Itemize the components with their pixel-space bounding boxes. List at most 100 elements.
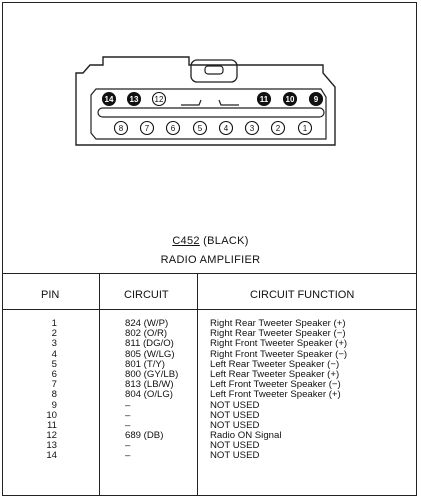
header-function: CIRCUIT FUNCTION [250, 289, 355, 301]
top-pin-label: 13 [130, 95, 139, 104]
pin-cell: 11 [47, 419, 57, 431]
table-row: 4 805 (W/LG) Right Front Tweeter Speaker (… [3, 348, 416, 360]
top-pin-circle [256, 91, 272, 107]
function-cell: Right Rear Tweeter Speaker (−) [210, 328, 346, 340]
pin-cell: 1 [51, 318, 57, 329]
top-pin-label: 14 [105, 95, 114, 104]
circuit-cell: 802 (O/R) [125, 328, 168, 340]
top-pin-label: 10 [286, 95, 295, 104]
pin-cell: 9 [51, 399, 57, 411]
table-row: 12 689 (DB) Radio ON Signal [3, 430, 416, 442]
connector-id: C452 [172, 235, 200, 247]
circuit-cell: 805 (W/LG) [125, 348, 175, 360]
bottom-pin-circle [218, 120, 234, 136]
function-cell: NOT USED [210, 409, 260, 421]
column-divider-2 [197, 274, 198, 495]
connector-title: RADIO AMPLIFIER [160, 254, 261, 266]
connector-divider [97, 107, 325, 118]
column-divider-1 [99, 274, 100, 495]
bottom-pin-circle [192, 120, 208, 136]
circuit-cell: – [125, 450, 131, 462]
top-pin-label: 11 [260, 95, 269, 104]
pin-cell: 2 [51, 328, 57, 340]
function-cell: Radio ON Signal [210, 430, 282, 442]
circuit-cell: 824 (W/P) [125, 318, 169, 329]
table-row: 9 – NOT USED [3, 399, 416, 411]
pin-cell: 8 [51, 389, 57, 401]
function-cell: Right Front Tweeter Speaker (+) [210, 338, 348, 350]
circuit-cell: – [125, 399, 131, 411]
pin-cell: 13 [46, 440, 57, 452]
connector-latch-slot [204, 65, 224, 75]
connector-cavity [90, 88, 327, 140]
function-cell: NOT USED [210, 399, 260, 411]
function-cell: NOT USED [210, 419, 260, 431]
header-circuit: CIRCUIT [124, 289, 169, 301]
bottom-pin-circle [270, 120, 286, 136]
header-pin: PIN [41, 289, 60, 301]
table-row: 14 – NOT USED [3, 451, 416, 461]
circuit-cell: 689 (DB) [125, 430, 164, 442]
bottom-pin-circle [244, 120, 260, 136]
key-mark-right [218, 99, 239, 106]
function-cell: Left Rear Tweeter Speaker (−) [210, 358, 340, 370]
function-cell: NOT USED [210, 440, 260, 452]
bottom-pin-circle [297, 120, 313, 136]
connector-caption: C452 (BLACK) [3, 235, 418, 247]
circuit-cell: 800 (GY/LB) [125, 368, 179, 380]
circuit-cell: 811 (DG/O) [125, 338, 174, 350]
pin-cell: 12 [46, 430, 57, 442]
bottom-pin-circle [113, 120, 129, 136]
circuit-cell: 804 (O/LG) [125, 389, 173, 401]
table-row: 5 801 (T/Y) Left Rear Tweeter Speaker (−) [3, 358, 416, 370]
header-divider [3, 309, 416, 310]
function-cell: Left Rear Tweeter Speaker (+) [210, 368, 340, 380]
function-cell: Right Rear Tweeter Speaker (+) [210, 318, 346, 329]
table-top-border [3, 273, 416, 274]
pin-cell: 7 [51, 379, 57, 391]
table-row: 3 811 (DG/O) Right Front Tweeter Speaker (… [3, 339, 416, 349]
pin-table: 1 824 (W/P) Right Rear Tweeter Speaker (+)… [3, 318, 416, 462]
function-cell: Right Front Tweeter Speaker (−) [210, 348, 348, 360]
pin-cell: 6 [51, 368, 57, 380]
function-cell: Left Front Tweeter Speaker (−) [210, 379, 341, 391]
circuit-cell: – [125, 409, 131, 421]
bottom-pin-label: 4 [224, 124, 229, 133]
circuit-cell: – [125, 440, 131, 452]
connector-latch [190, 59, 238, 83]
bottom-pin-circle [165, 120, 181, 136]
table-row: 13 – NOT USED [3, 441, 416, 451]
pin-cell: 4 [51, 348, 57, 360]
table-row: 1 824 (W/P) Right Rear Tweeter Speaker (+) [3, 318, 416, 329]
top-pin-label: 9 [314, 95, 319, 104]
bottom-pin-circle [139, 120, 155, 136]
bottom-pin-label: 8 [119, 124, 124, 133]
top-pin-label: 12 [155, 95, 164, 104]
top-pin-circle [151, 91, 167, 107]
table-row: 10 – NOT USED [3, 409, 416, 421]
pin-cell: 10 [46, 409, 57, 421]
table-row: 2 802 (O/R) Right Rear Tweeter Speaker (−) [3, 328, 416, 340]
bottom-pin-label: 3 [250, 124, 255, 133]
circuit-cell: 801 (T/Y) [125, 358, 165, 370]
bottom-pin-label: 7 [145, 124, 150, 133]
table-row: 6 800 (GY/LB) Left Rear Tweeter Speaker (+… [3, 368, 416, 380]
top-pin-circle [126, 91, 142, 107]
bottom-pin-label: 5 [198, 124, 203, 133]
top-pin-row: 14 13 12 11 10 9 [101, 91, 324, 107]
key-mark-left [181, 99, 202, 106]
bottom-pin-label: 2 [276, 124, 281, 133]
pin-cell: 5 [51, 358, 57, 370]
bottom-pin-label: 1 [303, 124, 308, 133]
connector-housing-outline [75, 56, 336, 146]
pin-cell: 14 [46, 450, 57, 462]
top-pin-circle [101, 91, 117, 107]
pin-cell: 3 [51, 338, 57, 350]
connector-color: (BLACK) [203, 235, 249, 247]
function-cell: NOT USED [210, 450, 260, 462]
circuit-cell: – [125, 419, 131, 431]
